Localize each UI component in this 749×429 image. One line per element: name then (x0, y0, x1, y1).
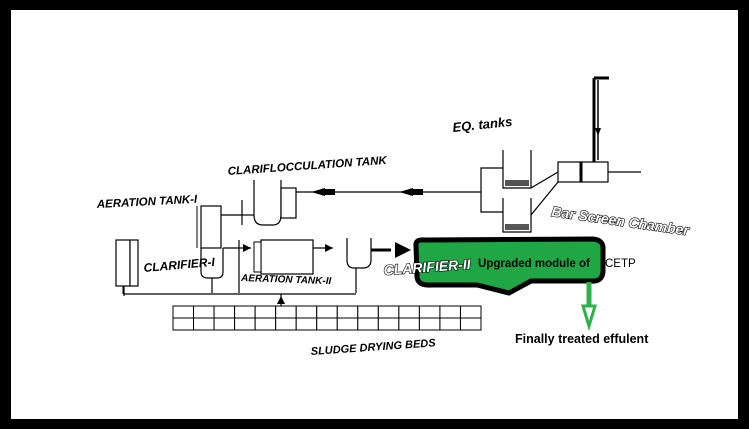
drying-bed-cell (254, 317, 277, 331)
drying-bed-cell (316, 305, 338, 319)
drying-bed-cell (193, 317, 215, 331)
bar-screen-chamber-label: Bar Screen Chamber (551, 203, 692, 238)
sludge-drying-beds (172, 305, 482, 331)
eq-tanks (480, 150, 559, 233)
drying-bed-cell (336, 317, 359, 331)
eq-tanks-label: EQ. tanks (452, 114, 513, 135)
drying-bed-cell (459, 317, 482, 331)
drying-bed-cell (459, 305, 482, 319)
drying-bed-cell (275, 305, 297, 319)
drying-bed-cell (377, 305, 400, 319)
drying-bed-cell (213, 317, 236, 331)
drying-bed-cell (418, 317, 441, 331)
aeration-tank-2 (238, 239, 333, 293)
diagram-canvas: EQ. tanks CLARIFLOCCULATION TANK AERATIO… (11, 10, 738, 419)
drying-bed-cell (398, 305, 420, 319)
drying-bed-cell (234, 317, 256, 331)
drying-bed-cell (254, 305, 277, 319)
upgraded-module (413, 236, 606, 296)
drying-bed-cell (357, 305, 379, 319)
drying-bed-cell (193, 305, 215, 319)
sludge-drying-beds-label: SLUDGE DRYING BEDS (310, 337, 436, 358)
drying-bed-cell (439, 317, 461, 331)
drying-bed-cell (357, 317, 379, 331)
bar-screen-chamber (557, 161, 641, 183)
pipe-eq-to-clariflocculation (296, 188, 481, 196)
drying-bed-cell (377, 317, 400, 331)
inlet-pipe (592, 76, 609, 170)
aeration-tank-1-label: AERATION TANK-I (96, 194, 199, 211)
process-flow-diagram: EQ. tanks CLARIFLOCCULATION TANK AERATIO… (96, 76, 692, 358)
finally-treated-effluent-label: Finally treated effulent (515, 332, 649, 346)
effluent-arrow (580, 282, 598, 332)
clarifier-2-label: CLARIFIER-II (383, 256, 472, 278)
drying-bed-cell (172, 317, 195, 331)
drying-bed-cell (172, 305, 195, 319)
drying-bed-cell (213, 305, 236, 319)
drying-bed-cell (418, 305, 441, 319)
drying-bed-cell (316, 317, 338, 331)
clariflocculation-tank-label: CLARIFLOCCULATION TANK (227, 155, 387, 178)
drying-bed-cell (295, 305, 318, 319)
drying-bed-cell (439, 305, 461, 319)
sludge-unit-left (115, 239, 356, 296)
cetp-label: CETP (605, 258, 636, 270)
clarifier-2-symbol (346, 238, 411, 293)
drying-bed-cell (275, 317, 297, 331)
clarifier-1 (200, 244, 251, 293)
clarifier-1-label: CLARIFIER-I (143, 255, 216, 275)
drying-bed-cell (295, 317, 318, 331)
clariflocculation-tank (242, 180, 297, 226)
drying-bed-cell (336, 305, 359, 319)
upgraded-module-label: Upgraded module of (478, 258, 590, 270)
drying-bed-cell (234, 305, 256, 319)
aeration-tank-1 (196, 200, 243, 249)
aeration-tank-2-label: AERATION TANK-II (240, 273, 332, 287)
drying-bed-cell (398, 317, 420, 331)
